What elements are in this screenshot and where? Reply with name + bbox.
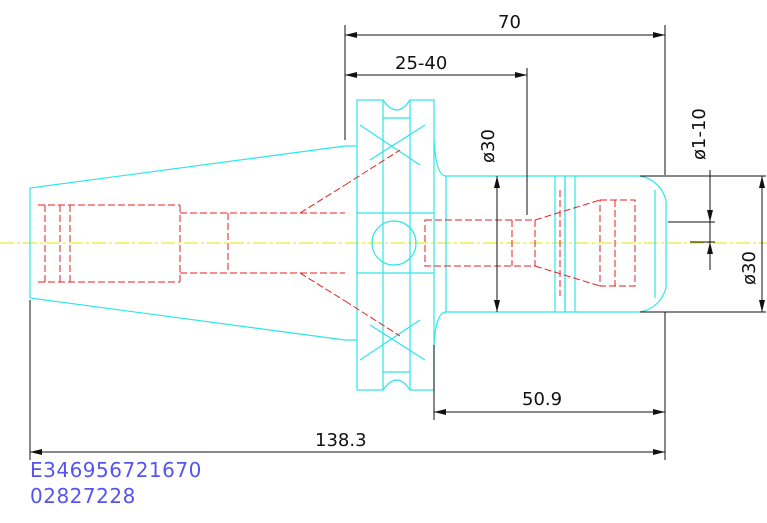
- dim-50-9: [433, 312, 666, 460]
- taper-outline: [29, 145, 346, 341]
- flange-outline: [345, 99, 447, 391]
- dim-bore-diameter: [494, 176, 500, 312]
- part-code-line1: E346956721670: [30, 458, 202, 482]
- dim-nose-diameter: [640, 175, 766, 313]
- dim-nose-diameter-label: ø30: [739, 251, 760, 285]
- dim-25-40-label: 25-40: [395, 53, 447, 74]
- dim-138-3-label: 138.3: [315, 430, 367, 451]
- dim-clamp-range-label: ø1-10: [689, 108, 710, 160]
- internal-hidden-lines: [38, 149, 636, 337]
- body-outline: [445, 175, 667, 313]
- part-code-line2: 02827228: [30, 484, 136, 508]
- dim-bore-diameter-label: ø30: [478, 129, 499, 163]
- dim-138-3: [29, 300, 665, 460]
- dim-70: [344, 25, 666, 175]
- dim-clamp-range: [668, 170, 715, 270]
- dim-70-label: 70: [498, 12, 521, 33]
- dim-50-9-label: 50.9: [522, 389, 562, 410]
- dim-25-40: [345, 68, 528, 215]
